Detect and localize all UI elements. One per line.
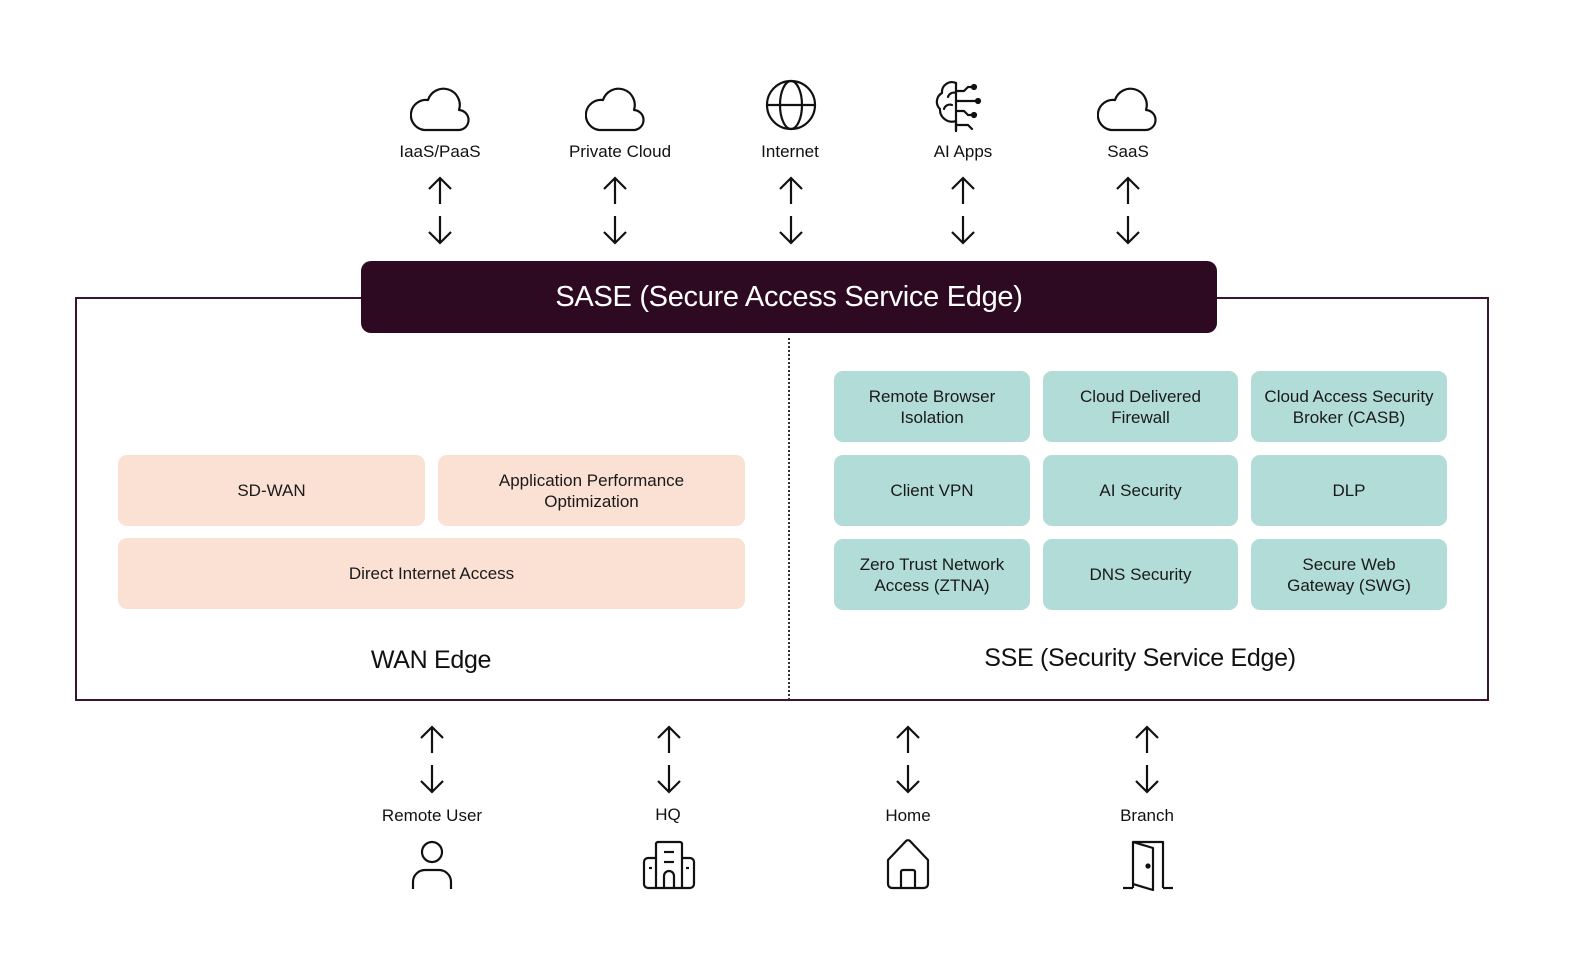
bidirectional-arrow-icon xyxy=(601,176,629,251)
ai-brain-icon xyxy=(934,79,988,133)
destination-label-private-cloud: Private Cloud xyxy=(568,142,672,161)
sse-item-cloud-firewall: Cloud Delivered Firewall xyxy=(1043,371,1238,442)
bidirectional-arrow-icon xyxy=(949,176,977,251)
bidirectional-arrow-icon xyxy=(777,176,805,251)
wan-item-direct-internet-access: Direct Internet Access xyxy=(118,538,745,609)
wan-item-sd-wan: SD-WAN xyxy=(118,455,425,526)
sase-title: SASE (Secure Access Service Edge) xyxy=(555,280,1023,313)
sse-item-client-vpn: Client VPN xyxy=(834,455,1030,526)
sse-item-ztna: Zero Trust Network Access (ZTNA) xyxy=(834,539,1030,610)
sse-item-dlp: DLP xyxy=(1251,455,1447,526)
user-icon xyxy=(410,840,454,890)
bidirectional-arrow-icon xyxy=(655,725,683,800)
sase-title-bar: SASE (Secure Access Service Edge) xyxy=(361,261,1217,333)
sse-item-remote-browser-isolation: Remote Browser Isolation xyxy=(834,371,1030,442)
destination-label-saas: SaaS xyxy=(1107,142,1149,161)
bidirectional-arrow-icon xyxy=(1114,176,1142,251)
bidirectional-arrow-icon xyxy=(426,176,454,251)
bidirectional-arrow-icon xyxy=(894,725,922,800)
sse-item-ai-security: AI Security xyxy=(1043,455,1238,526)
destination-label-ai-apps: AI Apps xyxy=(933,142,993,161)
source-label-home: Home xyxy=(885,806,931,825)
cloud-icon xyxy=(585,86,645,134)
section-divider xyxy=(788,338,790,700)
source-label-hq: HQ xyxy=(655,805,681,824)
cloud-icon xyxy=(410,86,470,134)
bidirectional-arrow-icon xyxy=(1133,725,1161,800)
source-label-remote-user: Remote User xyxy=(381,806,483,825)
door-icon xyxy=(1121,838,1175,892)
globe-icon xyxy=(765,79,817,131)
sse-item-swg: Secure Web Gateway (SWG) xyxy=(1251,539,1447,610)
wan-item-app-performance: Application Performance Optimization xyxy=(438,455,745,526)
source-label-branch: Branch xyxy=(1120,806,1174,825)
destination-label-internet: Internet xyxy=(761,142,819,161)
destination-label-iaas-paas: IaaS/PaaS xyxy=(399,142,481,161)
sse-title: SSE (Security Service Edge) xyxy=(984,644,1296,672)
bidirectional-arrow-icon xyxy=(418,725,446,800)
home-icon xyxy=(884,838,932,890)
wan-edge-title: WAN Edge xyxy=(370,646,492,674)
cloud-icon xyxy=(1097,86,1157,134)
office-building-icon xyxy=(642,840,696,890)
sse-item-casb: Cloud Access Security Broker (CASB) xyxy=(1251,371,1447,442)
sse-item-dns-security: DNS Security xyxy=(1043,539,1238,610)
